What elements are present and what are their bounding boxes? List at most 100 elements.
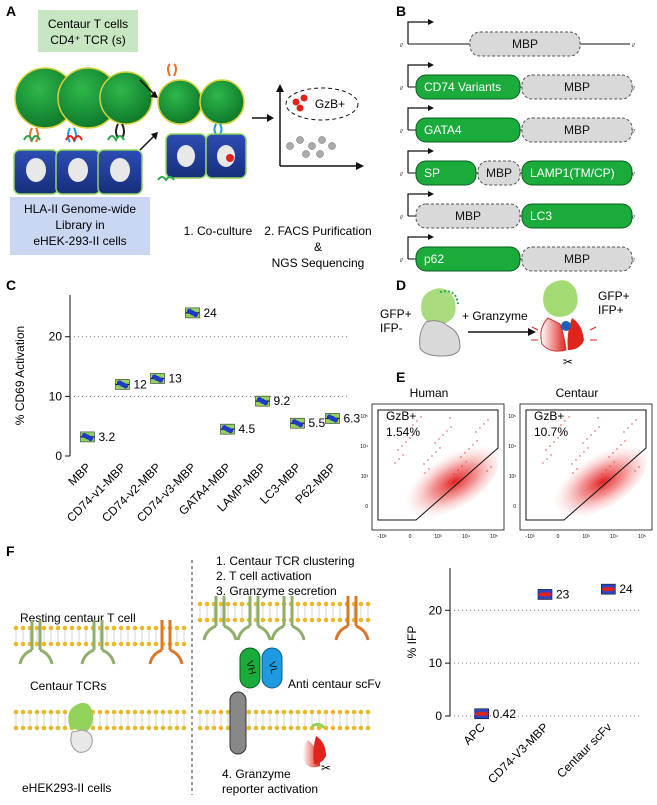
lipid-head-icon (288, 725, 294, 731)
data-point (122, 383, 129, 389)
lipid-head-icon (302, 709, 308, 715)
scissors-icon: ✂ (563, 355, 573, 369)
lipid-head-icon (174, 625, 180, 631)
segment-green (521, 160, 633, 186)
event-dot (475, 431, 477, 433)
data-point (332, 417, 339, 423)
lipid-head-icon (125, 725, 131, 731)
segment-grey (477, 160, 521, 186)
facs-x-tick: 10⁵ (638, 534, 646, 540)
lipid-head-icon (139, 625, 145, 631)
facs-title-centaur: Centaur (556, 386, 599, 400)
lipid-head-icon (218, 617, 224, 623)
data-point (297, 422, 304, 428)
event-dot (435, 451, 437, 453)
lipid-head-icon (246, 725, 252, 731)
event-dot (638, 466, 640, 468)
event-dot (612, 452, 614, 454)
event-dot (460, 456, 462, 458)
segment-label: MBP (564, 252, 590, 266)
lipid-head-icon (104, 709, 110, 715)
lipid-head-icon (132, 725, 138, 731)
lipid-head-icon (97, 725, 103, 731)
lipid-head-icon (358, 725, 364, 731)
tcr-arms-icon (334, 624, 370, 641)
value-label: 4.5 (239, 422, 256, 436)
lipid-head-icon (309, 617, 315, 623)
segment-green (415, 117, 521, 143)
event-dot (623, 431, 625, 433)
event-dot (586, 438, 588, 440)
event-dot (413, 433, 415, 435)
event-dot (487, 419, 489, 421)
lipid-head-icon (274, 709, 280, 715)
membrane-layers (13, 596, 371, 731)
tcr-stem-icon (92, 620, 104, 650)
break-mark-icon: // (400, 215, 403, 221)
step2-line1: 2. FACS Purification (264, 224, 371, 238)
segment-grey (415, 203, 521, 229)
lipid-head-icon (309, 709, 315, 715)
facs-x-tick: 10⁴ (610, 534, 618, 540)
lipid-head-icon (62, 625, 68, 631)
lipid-head-icon (260, 601, 266, 607)
facs-x-tick: 10³ (582, 534, 590, 540)
lipid-head-icon (274, 725, 280, 731)
lipid-head-icon (69, 641, 75, 647)
facs-y-tick: 10⁴ (360, 444, 368, 450)
reporter-right-line2: IFP+ (598, 303, 624, 317)
lipid-head-icon (146, 641, 152, 647)
facs-pct-human: 1.54% (386, 425, 420, 439)
segment-grey (469, 31, 581, 57)
vl-label: VL (266, 661, 280, 676)
lipid-head-icon (83, 625, 89, 631)
event-dot (438, 438, 440, 440)
density-cloud (398, 445, 499, 519)
lipid-head-icon (204, 725, 210, 731)
lipid-head-icon (316, 617, 322, 623)
event-dot (468, 448, 470, 450)
lipid-head-icon (181, 725, 187, 731)
density-cloud (546, 445, 647, 519)
lipid-head-icon (111, 709, 117, 715)
lipid-head-icon (48, 625, 54, 631)
promoter-arrow-icon (407, 236, 430, 259)
lipid-head-icon (204, 601, 210, 607)
lipid-head-icon (225, 725, 231, 731)
lipid-head-icon (20, 641, 26, 647)
lipid-head-icon (330, 617, 336, 623)
segment-label: MBP (486, 166, 512, 180)
event-dot (549, 445, 551, 447)
y-tick-label: 10 (49, 389, 63, 403)
promoter-arrowhead-icon (428, 62, 434, 68)
gzb-gate-label: GzB+ (315, 97, 345, 111)
f-step4-line1: 4. Granzyme (222, 767, 291, 781)
event-dot (597, 417, 599, 419)
lipid-head-icon (337, 725, 343, 731)
data-point (87, 435, 94, 442)
lipid-head-icon (330, 725, 336, 731)
event-dot (405, 441, 407, 443)
lipid-head-icon (34, 709, 40, 715)
lipid-head-icon (337, 601, 343, 607)
lipid-head-icon (97, 709, 103, 715)
segment-green (521, 203, 633, 229)
lipid-head-icon (267, 709, 273, 715)
tcr-arms-icon (18, 648, 54, 665)
data-point (157, 377, 164, 383)
lipid-head-icon (132, 641, 138, 647)
break-mark-icon: // (632, 215, 635, 221)
lipid-head-icon (118, 709, 124, 715)
lipid-head-icon (225, 709, 231, 715)
lipid-head-icon (20, 709, 26, 715)
event-dot (457, 469, 459, 471)
promoter-arrow-icon (407, 193, 430, 216)
lipid-head-icon (344, 725, 350, 731)
event-dot (627, 427, 629, 429)
x-tick-label: CD74-V3-MBP (485, 720, 551, 786)
event-dot (601, 473, 603, 475)
lipid-head-icon (302, 601, 308, 607)
